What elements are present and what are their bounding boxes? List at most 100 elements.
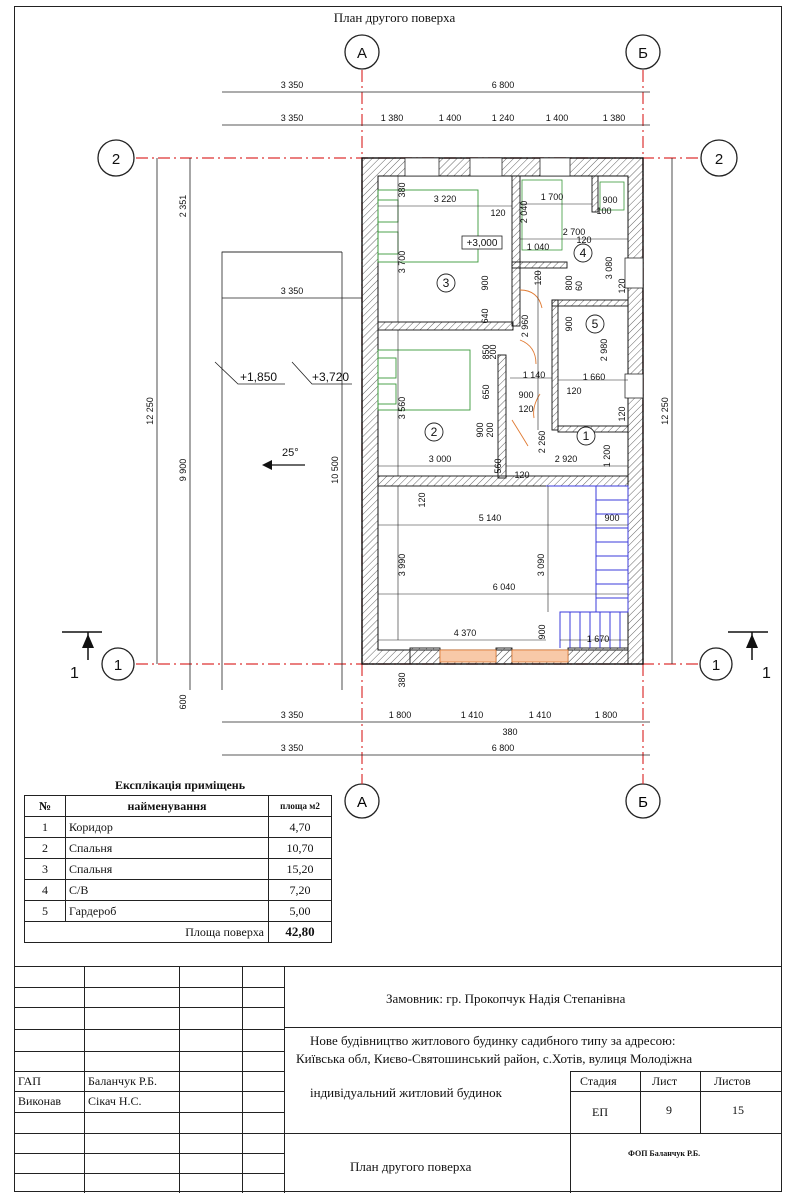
dim-terrace-width: 3 350 xyxy=(281,286,304,296)
col-name: найменування xyxy=(65,795,269,817)
bottom-axis-labels: А Б xyxy=(344,780,661,819)
svg-text:3 220: 3 220 xyxy=(434,194,457,204)
svg-text:1 200: 1 200 xyxy=(602,445,612,468)
axis-label-a-top: А xyxy=(357,45,367,62)
axis-bubble-2-right xyxy=(700,139,738,177)
terrace-outline xyxy=(221,251,342,690)
table-row: 1 Коридор 4,70 xyxy=(24,816,332,838)
dim-bot1-3: 1 410 xyxy=(529,710,552,720)
svg-text:120: 120 xyxy=(518,404,533,414)
slope-arrow-icon xyxy=(262,460,305,470)
svg-text:380: 380 xyxy=(397,182,407,197)
svg-text:3 700: 3 700 xyxy=(397,251,407,274)
axis-bubble-b-top xyxy=(625,34,661,70)
dim-top2-5: 1 380 xyxy=(603,113,626,123)
svg-text:200: 200 xyxy=(488,344,498,359)
svg-text:800: 800 xyxy=(564,275,574,290)
svg-text:380: 380 xyxy=(397,672,407,687)
svg-text:1 040: 1 040 xyxy=(527,242,550,252)
svg-text:2 040: 2 040 xyxy=(519,201,529,224)
dim-top1-right: 6 800 xyxy=(492,80,515,90)
axis-bubble-1-right xyxy=(699,647,733,681)
stage-value: ЕП xyxy=(592,1105,608,1119)
drawing-frame xyxy=(14,6,782,1192)
exec-role: Виконав xyxy=(18,1094,62,1108)
axis-label-1-left: 1 xyxy=(114,657,122,674)
project-line2: Київська обл, Києво-Святошинський район,… xyxy=(296,1051,693,1066)
svg-text:850: 850 xyxy=(481,344,491,359)
col-num: № xyxy=(24,795,66,817)
svg-text:5 140: 5 140 xyxy=(479,513,502,523)
building-type: індивідуальний житловий будинок xyxy=(310,1085,502,1100)
customer-text: Замовник: гр. Прокопчук Надія Степанівна xyxy=(386,991,626,1006)
svg-text:120: 120 xyxy=(617,406,627,421)
dim-left-mid: 9 900 xyxy=(178,459,188,482)
axis-label-2-left: 2 xyxy=(112,151,120,168)
svg-text:2 960: 2 960 xyxy=(520,315,530,338)
sanitary-fixtures xyxy=(521,179,625,251)
svg-text:3 090: 3 090 xyxy=(536,554,546,577)
axis-label-2-right: 2 xyxy=(715,151,723,168)
total-value: 42,80 xyxy=(268,921,332,943)
svg-text:60: 60 xyxy=(574,281,584,291)
title-block: Замовник: гр. Прокопчук Надія Степанівна… xyxy=(14,966,782,1193)
sheet-value: 9 xyxy=(666,1103,672,1117)
svg-text:6 040: 6 040 xyxy=(493,582,516,592)
svg-text:1 670: 1 670 xyxy=(587,634,610,644)
floor-plan: А Б 2 2 1 1 1 1 3 350 6 800 3 350 1 380 … xyxy=(62,34,771,780)
svg-text:900: 900 xyxy=(564,316,574,331)
dim-top2-2: 1 400 xyxy=(439,113,462,123)
room-number-3: 3 xyxy=(443,276,450,290)
svg-text:900: 900 xyxy=(602,195,617,205)
door-opening xyxy=(439,649,497,663)
exec-name: Сікач Н.С. xyxy=(88,1094,142,1108)
dim-right-total: 12 250 xyxy=(660,397,670,425)
table-row: 3 Спальня 15,20 xyxy=(24,858,332,880)
stage-label: Стадия xyxy=(580,1074,617,1088)
level-leader-1 xyxy=(214,361,285,385)
svg-text:560: 560 xyxy=(493,458,503,473)
svg-text:2 700: 2 700 xyxy=(563,227,586,237)
svg-text:3 000: 3 000 xyxy=(429,454,452,464)
room-number-4: 4 xyxy=(580,246,587,260)
dimension-lines xyxy=(156,91,673,756)
svg-text:120: 120 xyxy=(617,278,627,293)
section-label-right: 1 xyxy=(762,665,771,682)
svg-text:1 140: 1 140 xyxy=(523,370,546,380)
table-row: 5 Гардероб 5,00 xyxy=(24,900,332,922)
level-leader-2 xyxy=(291,361,352,385)
svg-text:2 260: 2 260 xyxy=(537,431,547,454)
dim-bot1-0: 3 350 xyxy=(281,710,304,720)
dim-left-bot: 600 xyxy=(178,694,188,709)
svg-text:120: 120 xyxy=(417,492,427,507)
room-number-5: 5 xyxy=(592,317,599,331)
dim-terrace-height: 10 500 xyxy=(330,456,340,484)
door-swings xyxy=(511,289,543,447)
staircase xyxy=(546,485,629,648)
svg-text:1 700: 1 700 xyxy=(541,192,564,202)
dim-bot1-2: 1 410 xyxy=(461,710,484,720)
section-label-left: 1 xyxy=(70,665,79,682)
total-row: Площа поверха 42,80 xyxy=(24,921,332,943)
axis-bubble-1-left xyxy=(101,647,135,681)
dim-top2-1: 1 380 xyxy=(381,113,404,123)
dim-bot2-right: 6 800 xyxy=(492,743,515,753)
dim-bot1-4: 1 800 xyxy=(595,710,618,720)
dim-left-total: 12 250 xyxy=(145,397,155,425)
axis-label-b-top: Б xyxy=(638,45,648,62)
sheets-label: Листов xyxy=(714,1074,751,1088)
svg-text:3 080: 3 080 xyxy=(604,257,614,280)
axis-label-1-right: 1 xyxy=(712,657,720,674)
explication-table: № найменування площа м2 1 Коридор 4,70 2… xyxy=(24,795,332,943)
svg-text:200: 200 xyxy=(485,422,495,437)
dim-top2-4: 1 400 xyxy=(546,113,569,123)
dim-left-top: 2 351 xyxy=(178,195,188,218)
svg-text:2 920: 2 920 xyxy=(555,454,578,464)
interior-dims: 3 220 120 1 700 900 100 2 040 2 700 1 04… xyxy=(397,182,627,687)
svg-text:900: 900 xyxy=(475,422,485,437)
section-marker-left xyxy=(62,631,102,660)
svg-text:1 660: 1 660 xyxy=(583,372,606,382)
explication-title: Експлікація приміщень xyxy=(114,778,246,792)
drawing-name: План другого поверха xyxy=(350,1159,472,1174)
sheets-value: 15 xyxy=(732,1103,744,1117)
